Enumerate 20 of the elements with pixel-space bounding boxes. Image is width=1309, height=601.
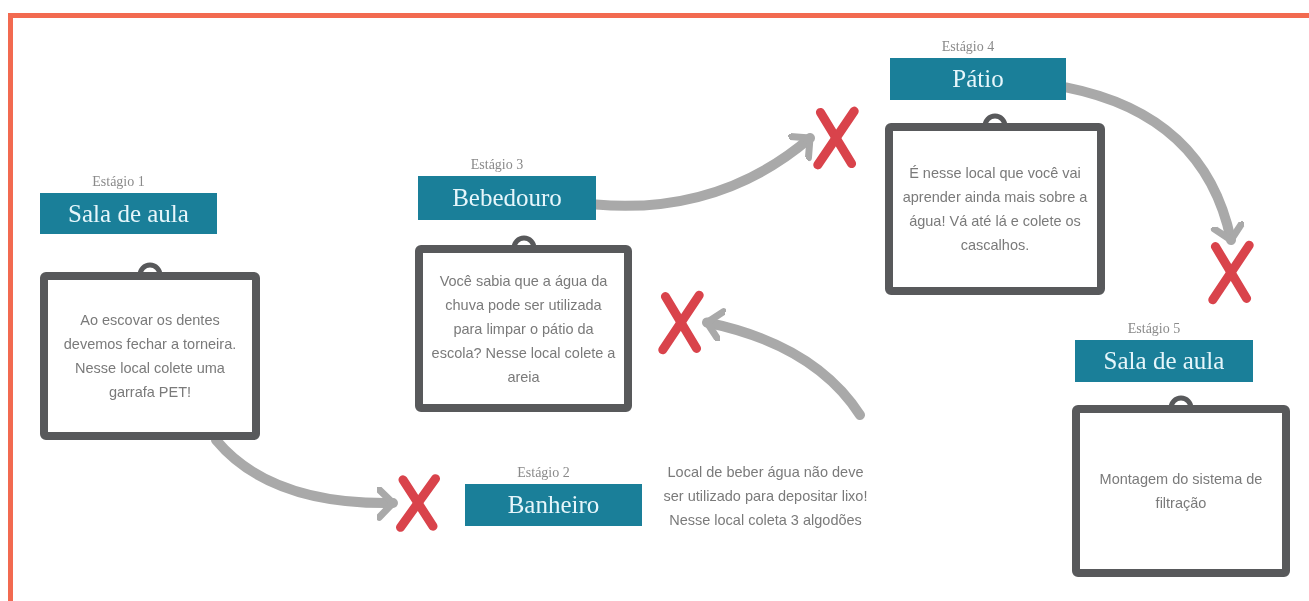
cross-mark (655, 290, 707, 355)
location-header: Sala de aula (1075, 340, 1253, 382)
stage-label: Estágio 4 (940, 38, 996, 56)
signboard: Ao escovar os dentes devemos fechar a torneira. Nesse local colete uma garrafa PET! (40, 272, 260, 440)
stage-label: Estágio 5 (1126, 320, 1182, 338)
location-header: Banheiro (465, 484, 642, 526)
cross-mark (810, 106, 862, 170)
signboard: Você sabia que a água da chuva pode ser utilizada para limpar o pátio da escola? Nesse local colete a areia (415, 245, 632, 412)
cross-mark (393, 474, 443, 532)
cross-mark (1205, 240, 1257, 305)
curved-arrow (702, 308, 865, 420)
stage-label: Estágio 1 (91, 173, 146, 191)
stage-note: Local de beber água não deve ser utilizado para depositar lixo! Nesse local coleta 3 algodões (663, 463, 868, 530)
stage-label: Estágio 3 (469, 156, 525, 174)
location-header: Pátio (890, 58, 1066, 100)
signboard: É nesse local que você vai aprender ainda mais sobre a água! Vá até lá e colete os cascalhos. (885, 123, 1105, 295)
location-header: Bebedouro (418, 176, 596, 220)
signboard: Montagem do sistema de filtração (1072, 405, 1290, 577)
stage-label: Estágio 2 (516, 464, 571, 482)
location-header: Sala de aula (40, 193, 217, 234)
